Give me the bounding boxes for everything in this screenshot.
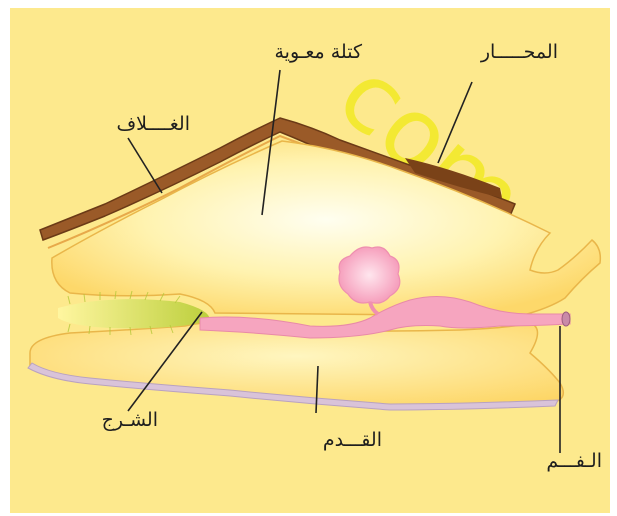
label-mouth: الـفـــم (546, 450, 602, 472)
label-shell: المحـــــار (480, 41, 558, 63)
diagram-frame: com (10, 8, 610, 513)
label-anus: الشـرج (102, 409, 158, 431)
label-foot: القـــدم (323, 429, 382, 451)
mollusc-anatomy-diagram: com (10, 8, 610, 513)
label-visceral-mass: كتلة معـوية (275, 41, 363, 63)
mouth-opening (562, 312, 570, 326)
label-mantle: الغــــلاف (116, 113, 190, 135)
